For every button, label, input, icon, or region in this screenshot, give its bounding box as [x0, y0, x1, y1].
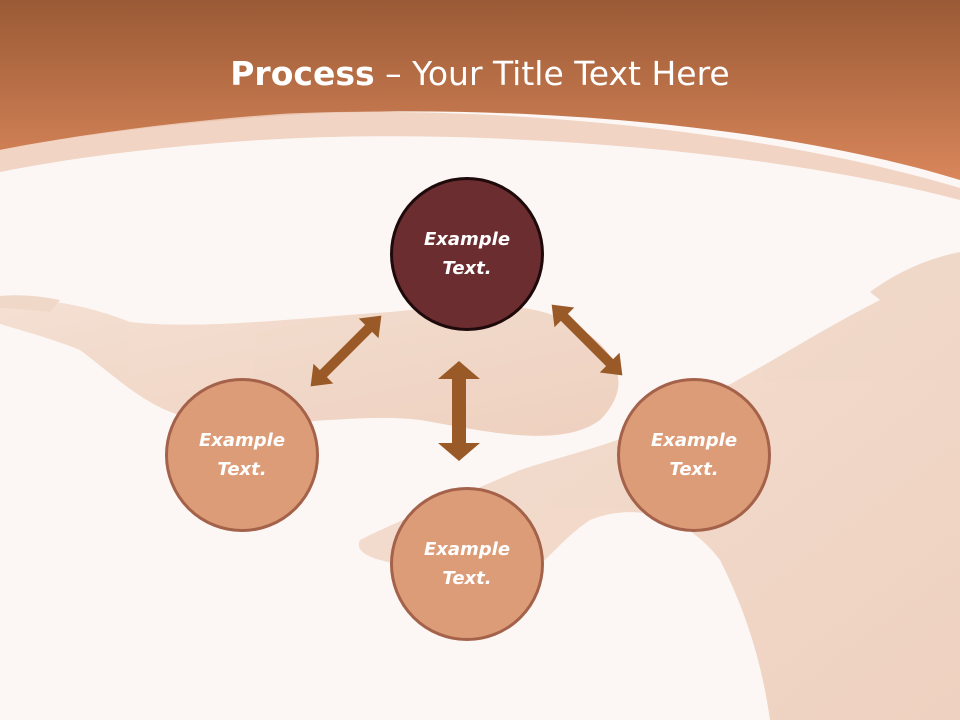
header-swoosh: [0, 111, 960, 200]
page-title: Process – Your Title Text Here: [0, 52, 960, 96]
process-node-top: Example Text.: [390, 177, 544, 331]
process-node-right: Example Text.: [617, 378, 771, 532]
node-text-line2: Text.: [669, 459, 719, 480]
title-rest: – Your Title Text Here: [374, 54, 730, 93]
node-text-line1: Example: [198, 430, 286, 451]
node-text-line1: Example: [650, 430, 738, 451]
node-text-line2: Text.: [442, 258, 492, 279]
title-bold: Process: [230, 54, 375, 93]
header-band: [0, 0, 960, 180]
node-text-line1: Example: [423, 539, 511, 560]
process-node-left: Example Text.: [165, 378, 319, 532]
node-text-line2: Text.: [217, 459, 267, 480]
node-text-line2: Text.: [442, 568, 492, 589]
node-text-line1: Example: [423, 229, 511, 250]
process-node-bottom: Example Text.: [390, 487, 544, 641]
